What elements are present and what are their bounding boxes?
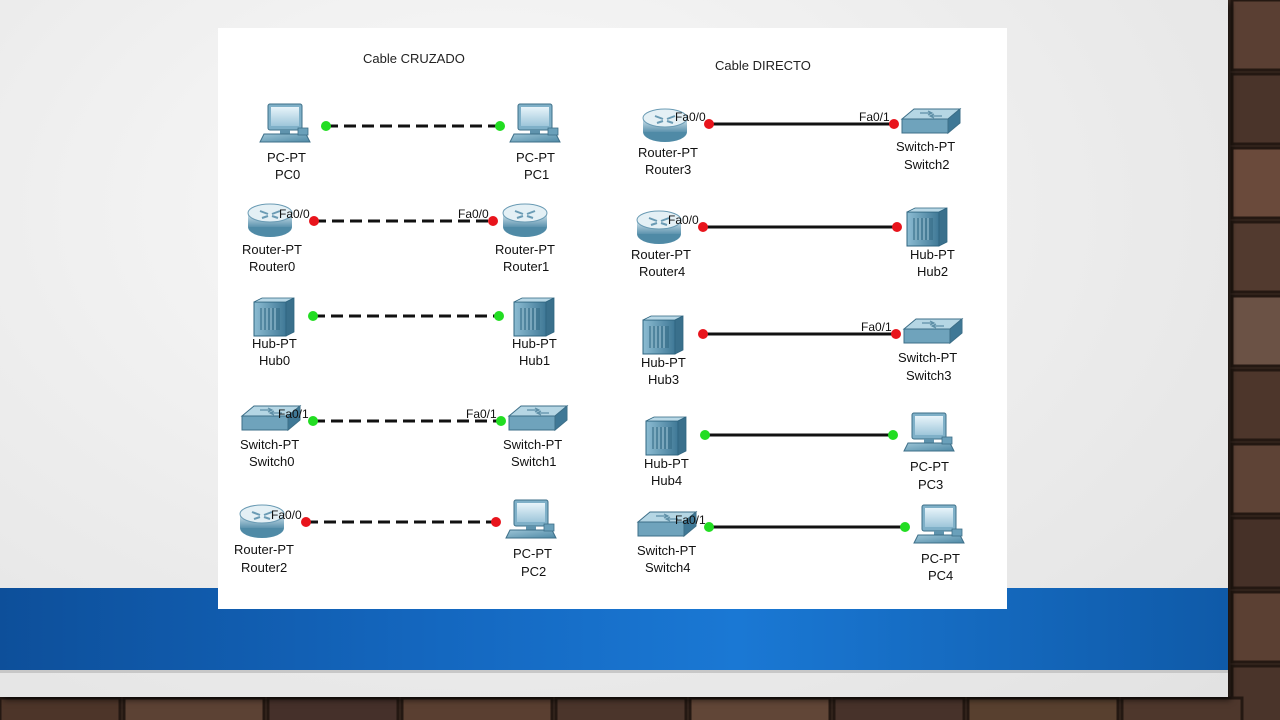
- link-indicator-up: [704, 522, 714, 532]
- device-type-label: Router-PT: [242, 242, 302, 257]
- hub-icon: [906, 207, 948, 247]
- device-name-label: Hub3: [648, 372, 679, 387]
- device-type-label: Hub-PT: [252, 336, 297, 351]
- hub-icon: [513, 297, 555, 337]
- link-indicator-up: [888, 430, 898, 440]
- pc-icon: [259, 103, 311, 143]
- port-label: Fa0/0: [458, 207, 489, 221]
- device-type-label: Hub-PT: [641, 355, 686, 370]
- link-indicator-down: [704, 119, 714, 129]
- link-indicator-up: [494, 311, 504, 321]
- device-name-label: Switch2: [904, 157, 950, 172]
- device-type-label: PC-PT: [910, 459, 949, 474]
- device-type-label: Switch-PT: [896, 139, 955, 154]
- link-indicator-down: [698, 222, 708, 232]
- device-name-label: Router1: [503, 259, 549, 274]
- port-label: Fa0/1: [675, 513, 706, 527]
- switch-icon: [901, 108, 961, 134]
- device-type-label: Switch-PT: [503, 437, 562, 452]
- link-indicator-up: [308, 416, 318, 426]
- device-name-label: PC4: [928, 568, 953, 583]
- link-indicator-down: [892, 222, 902, 232]
- link-indicator-down: [309, 216, 319, 226]
- device-name-label: PC3: [918, 477, 943, 492]
- link-indicator-down: [488, 216, 498, 226]
- straight-section-title: Cable DIRECTO: [715, 58, 811, 73]
- device-type-label: Hub-PT: [644, 456, 689, 471]
- device-name-label: Hub4: [651, 473, 682, 488]
- device-name-label: Router0: [249, 259, 295, 274]
- device-type-label: Switch-PT: [898, 350, 957, 365]
- link-indicator-up: [496, 416, 506, 426]
- pc-icon: [505, 499, 557, 539]
- device-name-label: Hub2: [917, 264, 948, 279]
- link-indicator-down: [698, 329, 708, 339]
- switch-icon: [903, 318, 963, 344]
- hub-icon: [253, 297, 295, 337]
- link-indicator-up: [321, 121, 331, 131]
- device-type-label: Router-PT: [234, 542, 294, 557]
- hub-icon: [645, 416, 687, 456]
- device-name-label: Hub1: [519, 353, 550, 368]
- device-name-label: Hub0: [259, 353, 290, 368]
- port-label: Fa0/0: [279, 207, 310, 221]
- device-name-label: Router4: [639, 264, 685, 279]
- port-label: Fa0/1: [859, 110, 890, 124]
- port-label: Fa0/0: [668, 213, 699, 227]
- router-icon: [502, 203, 548, 238]
- network-diagram: Cable CRUZADO Cable DIRECTO PC-PT PC0 PC…: [234, 51, 965, 583]
- port-label: Fa0/0: [675, 110, 706, 124]
- link-indicator-down: [891, 329, 901, 339]
- network-diagram-figure: Cable CRUZADO Cable DIRECTO PC-PT PC0 PC…: [218, 28, 1007, 609]
- port-label: Fa0/1: [466, 407, 497, 421]
- port-label: Fa0/1: [278, 407, 309, 421]
- band-divider: [0, 670, 1228, 673]
- pc-icon: [903, 412, 955, 452]
- crossover-section-title: Cable CRUZADO: [363, 51, 465, 66]
- device-name-label: Switch3: [906, 368, 952, 383]
- device-name-label: Switch0: [249, 454, 295, 469]
- hub-icon: [642, 315, 684, 355]
- device-type-label: Hub-PT: [512, 336, 557, 351]
- pc-icon: [509, 103, 561, 143]
- device-type-label: Hub-PT: [910, 247, 955, 262]
- device-type-label: PC-PT: [267, 150, 306, 165]
- device-type-label: PC-PT: [921, 551, 960, 566]
- device-type-label: Router-PT: [495, 242, 555, 257]
- device-name-label: Router2: [241, 560, 287, 575]
- switch-icon: [508, 405, 568, 431]
- device-type-label: Switch-PT: [240, 437, 299, 452]
- device-type-label: PC-PT: [516, 150, 555, 165]
- pc-icon: [913, 504, 965, 544]
- link-indicator-up: [900, 522, 910, 532]
- device-name-label: Switch1: [511, 454, 557, 469]
- device-name-label: Switch4: [645, 560, 691, 575]
- device-type-label: PC-PT: [513, 546, 552, 561]
- device-name-label: Router3: [645, 162, 691, 177]
- port-label: Fa0/0: [271, 508, 302, 522]
- device-type-label: Switch-PT: [637, 543, 696, 558]
- port-label: Fa0/1: [861, 320, 892, 334]
- link-indicator-down: [491, 517, 501, 527]
- device-name-label: PC2: [521, 564, 546, 579]
- link-indicator-up: [308, 311, 318, 321]
- link-indicator-up: [495, 121, 505, 131]
- link-indicator-down: [889, 119, 899, 129]
- device-name-label: PC0: [275, 167, 300, 182]
- device-type-label: Router-PT: [638, 145, 698, 160]
- link-indicator-down: [301, 517, 311, 527]
- link-indicator-up: [700, 430, 710, 440]
- device-type-label: Router-PT: [631, 247, 691, 262]
- device-name-label: PC1: [524, 167, 549, 182]
